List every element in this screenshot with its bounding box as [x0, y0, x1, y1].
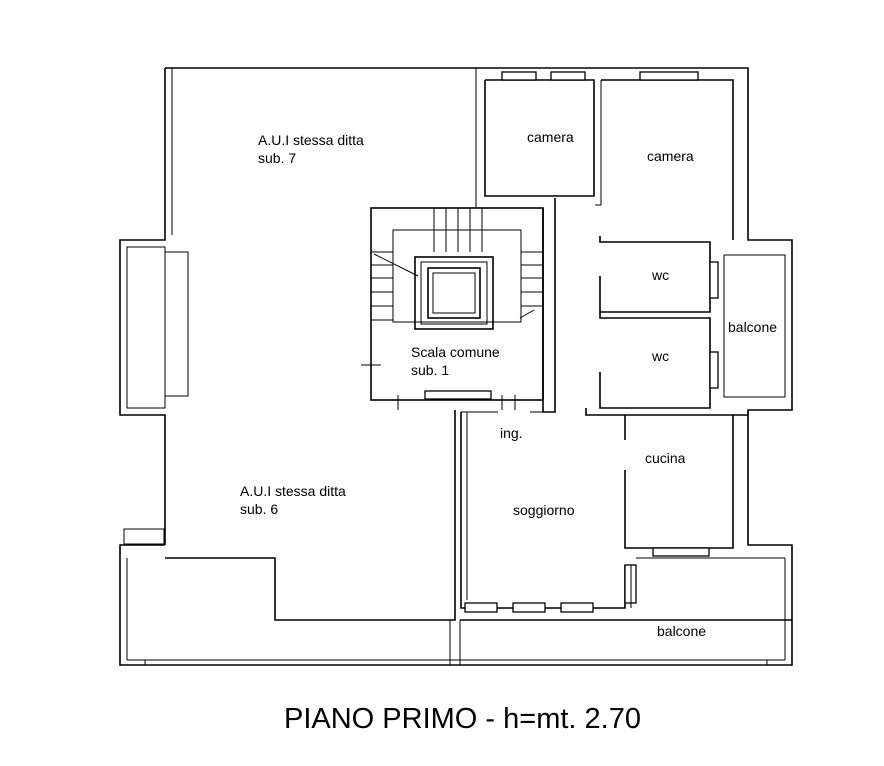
camera-1-label: camera: [527, 129, 574, 145]
aui7-label-line2: sub. 7: [258, 150, 296, 166]
balcone-bottom-label: balcone: [657, 623, 706, 639]
camera-2-label: camera: [647, 148, 694, 164]
stair-label-line2: sub. 1: [411, 362, 449, 378]
aui6-label-line1: A.U.I stessa ditta: [240, 483, 346, 499]
stairwell: [361, 207, 544, 410]
soggiorno-label: soggiorno: [513, 502, 575, 518]
ingresso-label: ing.: [500, 425, 523, 441]
aui7-label-line1: A.U.I stessa ditta: [258, 132, 364, 148]
drawing-title: PIANO PRIMO - h=mt. 2.70: [284, 703, 641, 735]
room-labels: A.U.I stessa ditta sub. 7 A.U.I stessa d…: [240, 129, 777, 639]
stair-label-line1: Scala comune: [411, 344, 500, 360]
left-balcony: [126, 246, 189, 409]
outer-walls: [119, 67, 793, 666]
wc-1-label: wc: [651, 267, 669, 283]
apartment-walls: [460, 79, 792, 621]
cucina-label: cucina: [645, 450, 686, 466]
balcone-right-label: balcone: [728, 319, 777, 335]
sub6-lower-wall: [123, 410, 786, 665]
wc-2-label: wc: [651, 348, 669, 364]
aui6-label-line2: sub. 6: [240, 501, 278, 517]
windows: [464, 71, 710, 613]
